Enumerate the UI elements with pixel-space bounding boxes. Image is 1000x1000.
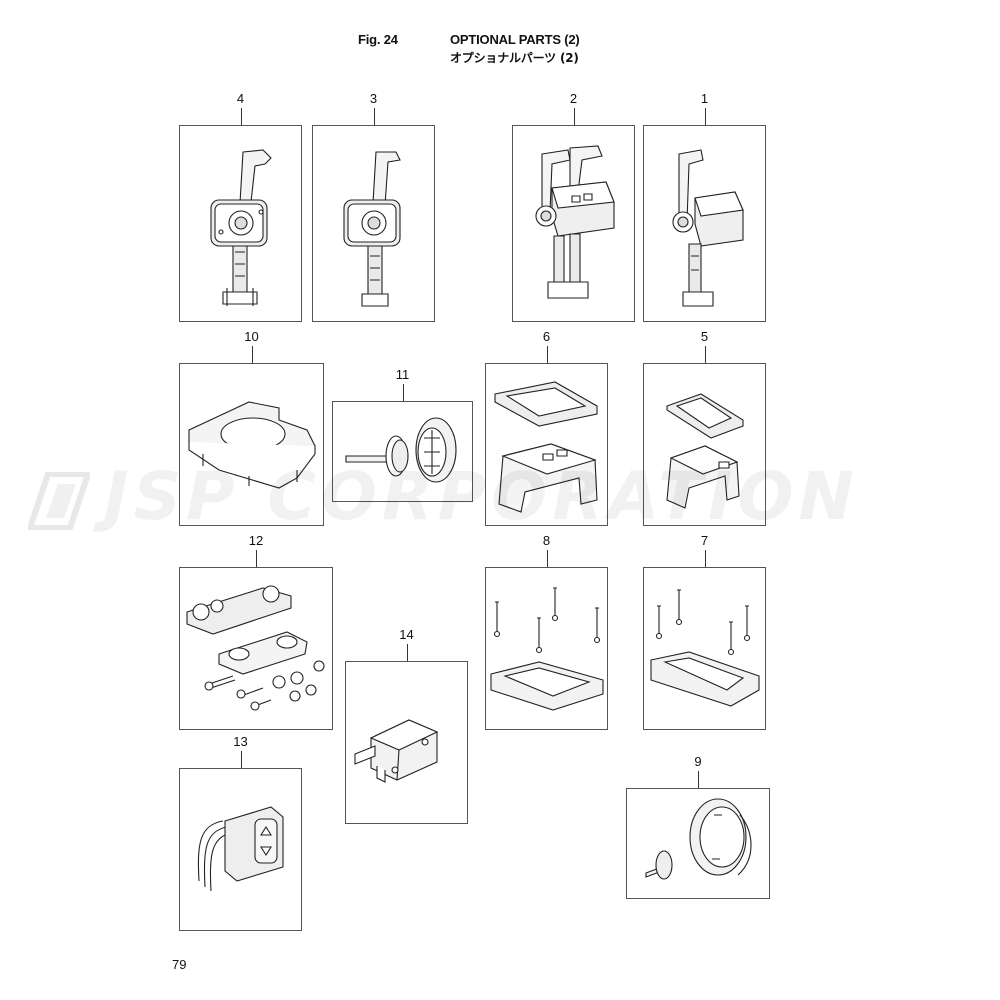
part-number: 13 [233, 734, 248, 749]
single-lever-remote-control-icon [312, 92, 435, 322]
part-number: 6 [542, 329, 551, 344]
page-number: 79 [172, 957, 187, 972]
part-9: 9 [626, 755, 770, 899]
part-7: 7 [643, 534, 766, 730]
part-number: 7 [700, 533, 709, 548]
part-3: 3 [312, 92, 435, 322]
part-number: 14 [399, 627, 414, 642]
part-10: 10 [179, 330, 324, 526]
micro-switch-icon [345, 628, 468, 824]
page-title-japanese: オプショナルパーツ (2) [450, 51, 579, 65]
part-8: 8 [485, 534, 608, 730]
trim-switch-icon [179, 735, 302, 931]
dual-lever-remote-control-icon [512, 92, 635, 322]
bracket-and-hardware-kit-icon [179, 534, 333, 730]
part-2: 2 [512, 92, 635, 322]
shaft-and-ring-icon [332, 368, 473, 502]
part-1: 1 [643, 92, 766, 322]
mounting-plate-icon [179, 330, 324, 526]
mounting-frame-and-bolts-icon [643, 534, 766, 730]
part-6: 6 [485, 330, 608, 526]
part-number: 4 [236, 91, 245, 106]
part-number: 10 [244, 329, 259, 344]
part-number: 12 [248, 533, 264, 548]
part-12: 12 [179, 534, 333, 730]
part-13: 13 [179, 735, 302, 931]
part-number: 2 [569, 91, 578, 106]
part-14: 14 [345, 628, 468, 824]
part-7-frame [643, 567, 766, 730]
part-number: 1 [700, 91, 709, 106]
part-number: 5 [700, 329, 709, 344]
ring-and-knob-icon [626, 755, 770, 899]
part-11: 11 [332, 368, 473, 502]
part-number: 8 [542, 533, 551, 548]
page-title: OPTIONAL PARTS (2) [450, 32, 580, 47]
part-5-frame [643, 363, 766, 526]
part-number: 3 [369, 91, 378, 106]
dual-cover-and-gasket-icon [485, 330, 608, 526]
part-5: 5 [643, 330, 766, 526]
mounting-frame-and-bolts-icon [485, 534, 608, 730]
single-lever-remote-control-icon [179, 92, 302, 306]
part-number: 11 [395, 367, 410, 382]
part-4: 4 [179, 92, 302, 322]
single-lever-remote-control-with-box-icon [643, 92, 766, 322]
part-number: 9 [694, 754, 702, 769]
jsp-logo-icon [28, 472, 90, 530]
single-cover-and-gasket-icon [643, 330, 766, 526]
figure-number: Fig. 24 [358, 32, 398, 47]
